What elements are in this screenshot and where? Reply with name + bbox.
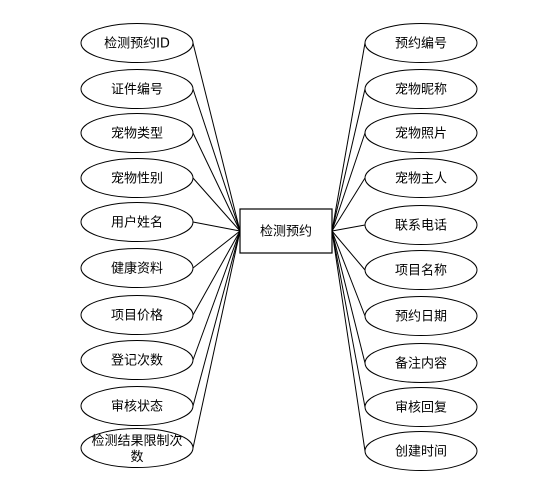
left-attribute: 宠物性别 — [80, 158, 194, 198]
right-attribute-ellipse — [364, 343, 478, 383]
left-attribute-ellipse — [80, 386, 194, 426]
left-connector-0 — [192, 42, 241, 232]
right-attribute-label: 预约日期 — [395, 310, 447, 325]
left-connector-9 — [192, 230, 241, 449]
left-attribute: 检测预约ID — [80, 23, 194, 63]
left-attribute-ellipse — [80, 158, 194, 198]
left-attribute: 项目价格 — [80, 295, 194, 335]
left-connector-3 — [192, 177, 241, 232]
left-attribute-ellipse — [80, 295, 194, 335]
right-connector-3 — [331, 177, 366, 232]
left-connector-7 — [192, 230, 241, 361]
right-connector-2 — [331, 132, 366, 232]
left-attribute-label: 检测结果限制次 — [91, 433, 182, 449]
left-connector-6 — [192, 230, 241, 316]
right-attribute: 审核回复 — [364, 387, 478, 427]
left-attribute: 健康资料 — [80, 248, 194, 288]
entity-rect — [239, 208, 333, 254]
left-attribute-label: 健康资料 — [111, 261, 163, 277]
right-connector-1 — [331, 88, 366, 232]
left-connector-8 — [192, 230, 241, 407]
right-attribute: 宠物昵称 — [364, 69, 478, 109]
right-attribute-label: 创建时间 — [395, 445, 447, 460]
right-attribute-label: 备注内容 — [395, 356, 447, 372]
left-connector-2 — [192, 132, 241, 232]
right-attribute-label: 联系电话 — [395, 219, 447, 234]
right-attribute-ellipse — [364, 205, 478, 245]
right-attribute: 项目名称 — [364, 250, 478, 290]
right-attribute-label: 宠物主人 — [395, 171, 447, 187]
right-attribute-ellipse — [364, 431, 478, 471]
right-attribute: 联系电话 — [364, 205, 478, 245]
right-connector-7 — [331, 230, 366, 364]
left-attribute-ellipse — [80, 248, 194, 288]
right-attribute-ellipse — [364, 296, 478, 336]
right-connector-8 — [331, 230, 366, 408]
entity-label: 检测预约 — [260, 225, 312, 240]
left-attribute-ellipse — [80, 340, 194, 380]
left-attribute-group: 检测预约ID 证件编号宠物类型宠物性别用户姓名健康资料项目价格登记次数审核状态检测… — [80, 23, 194, 468]
right-attribute-label: 预约编号 — [395, 37, 447, 52]
right-attribute-ellipse — [364, 250, 478, 290]
right-attribute: 预约日期 — [364, 296, 478, 336]
right-attribute: 备注内容 — [364, 343, 478, 383]
left-attribute-ellipse — [80, 69, 194, 109]
left-attribute-label: 登记次数 — [111, 353, 163, 369]
right-attribute: 创建时间 — [364, 431, 478, 471]
right-attribute-ellipse — [364, 387, 478, 427]
left-attribute-label: 审核状态 — [111, 400, 163, 415]
right-attribute-label: 项目名称 — [395, 263, 447, 279]
left-attribute-label: 宠物类型 — [111, 126, 163, 142]
left-attribute-ellipse — [80, 428, 194, 468]
right-attribute-label: 宠物昵称 — [395, 82, 447, 98]
left-attribute-ellipse — [80, 113, 194, 153]
left-attribute-label: 宠物性别 — [111, 171, 163, 187]
right-attribute-label: 审核回复 — [395, 401, 447, 416]
right-attribute: 宠物照片 — [364, 113, 478, 153]
left-attribute-label: 检测预约ID — [104, 37, 170, 52]
left-connector-5 — [192, 230, 241, 269]
right-attribute: 预约编号 — [364, 23, 478, 63]
right-attribute: 宠物主人 — [364, 158, 478, 198]
right-connector-5 — [331, 230, 366, 271]
left-attribute-ellipse — [80, 23, 194, 63]
right-attribute-ellipse — [364, 158, 478, 198]
right-attribute-ellipse — [364, 113, 478, 153]
right-attribute-label: 宠物照片 — [395, 126, 447, 142]
right-connector-6 — [331, 230, 366, 317]
connector-lines — [192, 42, 366, 452]
left-connector-1 — [192, 88, 241, 232]
right-attribute-ellipse — [364, 23, 478, 63]
left-attribute: 用户姓名 — [80, 202, 194, 242]
entity-box: 检测预约 — [239, 208, 333, 254]
left-connector-4 — [192, 221, 241, 232]
left-attribute-label: 项目价格 — [111, 308, 163, 324]
left-attribute-label-line2: 数 — [130, 450, 143, 465]
left-attribute: 宠物类型 — [80, 113, 194, 153]
left-attribute: 证件编号 — [80, 69, 194, 109]
left-attribute-ellipse — [80, 202, 194, 242]
right-connector-0 — [331, 42, 366, 232]
right-connector-4 — [331, 224, 366, 232]
left-attribute: 审核状态 — [80, 386, 194, 426]
left-attribute: 登记次数 — [80, 340, 194, 380]
left-attribute-label: 用户姓名 — [111, 215, 163, 231]
left-attribute-label: 证件编号 — [111, 83, 163, 98]
right-connector-9 — [331, 230, 366, 452]
right-attribute-ellipse — [364, 69, 478, 109]
